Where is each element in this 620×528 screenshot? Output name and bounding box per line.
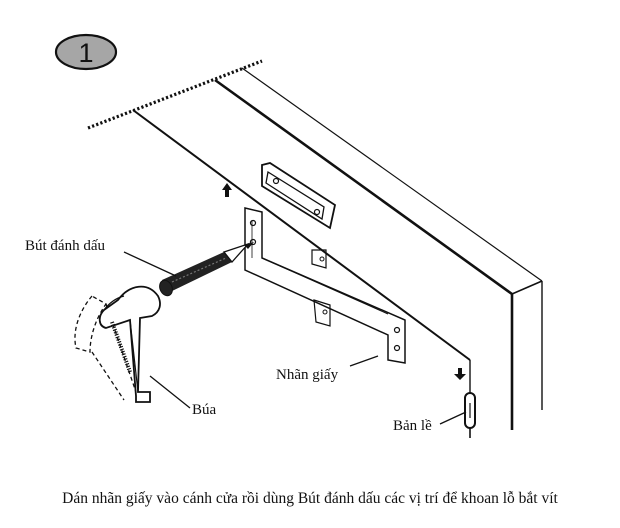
leader-lines bbox=[123, 251, 467, 425]
door-frame bbox=[132, 67, 543, 430]
paper-label bbox=[244, 207, 406, 364]
marker-pen bbox=[159, 242, 254, 297]
down-arrow-icon bbox=[454, 368, 466, 380]
hammer bbox=[74, 285, 161, 403]
up-arrow-icon bbox=[222, 183, 232, 197]
instruction-caption: Dán nhãn giấy vào cánh cửa rồi dùng Bút … bbox=[62, 490, 558, 507]
door-closer-slot bbox=[261, 162, 337, 230]
hinge-label: Bản lề bbox=[393, 418, 432, 434]
paper-label-label: Nhãn giấy bbox=[276, 367, 339, 383]
hammer-label: Búa bbox=[192, 402, 217, 418]
step-badge: 1 bbox=[54, 33, 118, 71]
step-number: 1 bbox=[78, 38, 93, 68]
marker-pen-label: Bút đánh dấu bbox=[25, 238, 105, 254]
hinge bbox=[454, 368, 476, 438]
ceiling-line bbox=[87, 59, 263, 130]
